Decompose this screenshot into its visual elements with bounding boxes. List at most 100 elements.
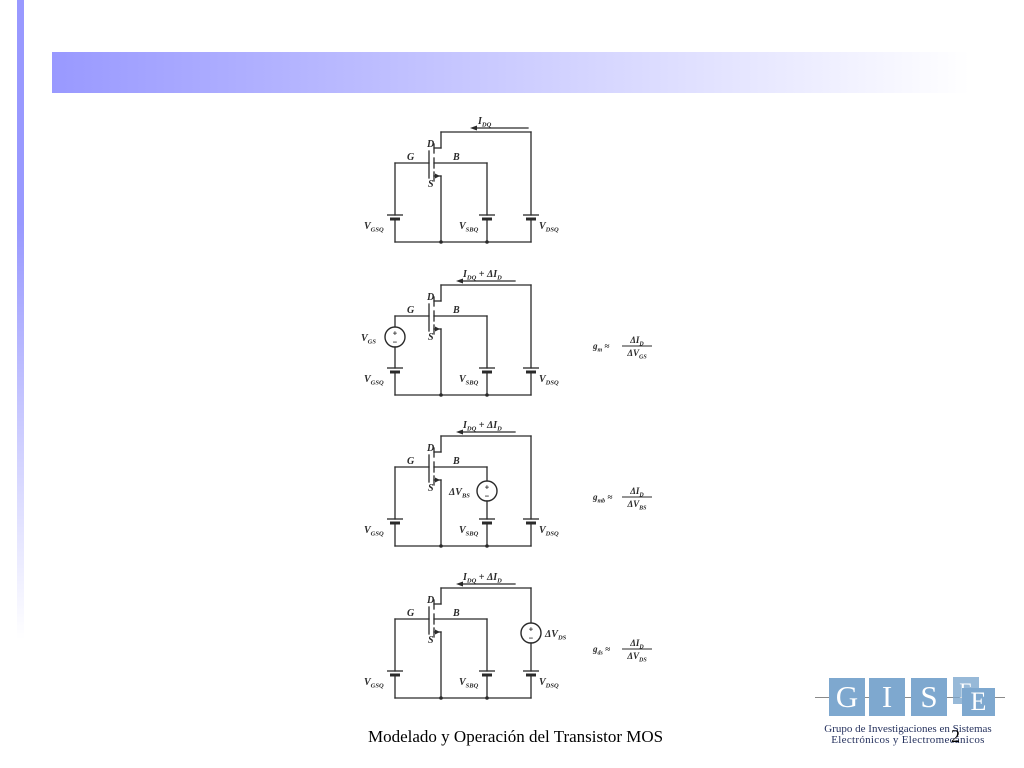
logo-text-line1: Grupo de Investigaciones en Sistemas [824, 723, 992, 735]
source-arrowhead [435, 326, 440, 332]
equation-numerator-subscript: D [638, 645, 644, 651]
equation-lhs-subscript: ds [598, 651, 604, 657]
terminal-label-gate: G [407, 305, 415, 316]
equation-lhs-text: g [592, 644, 598, 654]
battery-label-subscript: GSQ [371, 227, 384, 234]
terminal-label-drain: D [426, 595, 434, 606]
battery-label-subscript: GSQ [371, 683, 384, 690]
equation-lhs: gds ≈ [592, 644, 610, 657]
battery-label: VGSQ [364, 374, 384, 387]
plus-sign: + [393, 329, 398, 338]
page-number: 2 [951, 726, 960, 746]
terminal-label-source: S [428, 332, 434, 343]
equation-lhs: gm ≈ [592, 341, 609, 354]
battery-label-text: V [539, 374, 547, 385]
minus-sign: − [393, 338, 398, 347]
terminal-label-source: S [428, 179, 434, 190]
battery-label-subscript: DSQ [545, 227, 559, 234]
equation-denominator: ΔVBS [627, 499, 648, 512]
battery-label: VSBQ [459, 525, 479, 538]
current-label-subscript: DQ [466, 578, 477, 585]
equation-lhs-text: ≈ [603, 644, 610, 654]
junction-dot [485, 240, 489, 244]
current-label-text: I [462, 269, 468, 280]
battery-label: VSBQ [459, 221, 479, 234]
equation-denominator-text: ΔV [626, 651, 640, 661]
junction-dot [485, 696, 489, 700]
equation-lhs-text: g [592, 492, 598, 502]
battery-label-subscript: DSQ [545, 380, 559, 387]
equation-denominator-text: ΔV [627, 499, 641, 509]
current-label-subscript: D [496, 426, 502, 433]
battery-label-text: V [539, 221, 547, 232]
gate-branch: VGSQ [364, 466, 403, 547]
terminal-label-body: B [452, 305, 460, 316]
current-label-text: + ΔI [476, 572, 498, 583]
current-label: IDQ + ΔID [462, 420, 502, 433]
equation-lhs-subscript: mb [598, 499, 606, 505]
battery-label-subscript: SBQ [466, 380, 479, 387]
terminal-label-source: S [428, 483, 434, 494]
footer-title: Modelado y Operación del Transistor MOS [368, 727, 664, 746]
current-label-text: + ΔI [476, 269, 498, 280]
body-branch: VSBQ [459, 162, 495, 243]
drain-branch: VDSQ [523, 284, 559, 396]
junction-dot [485, 393, 489, 397]
gate-branch: VGSQ [364, 618, 403, 699]
current-label-subscript: D [496, 275, 502, 282]
junction-dot [485, 544, 489, 548]
junction-dot [439, 240, 443, 244]
source-label: ΔVBS [448, 487, 470, 500]
current-arrowhead [456, 581, 463, 587]
current-label: IDQ + ΔID [462, 269, 502, 282]
battery-label-text: V [364, 525, 372, 536]
mosfet-symbol [428, 435, 442, 486]
junction-dot [439, 696, 443, 700]
title-bar [52, 52, 970, 93]
logo-letter-e-front: E [962, 688, 995, 716]
gate-branch: VGSQ [364, 162, 403, 243]
logo-letter-g: G [829, 678, 865, 716]
equation-numerator: ΔID [629, 638, 644, 651]
battery-label-text: V [364, 221, 372, 232]
source-arrowhead [435, 173, 440, 179]
equation-denominator-text: ΔV [626, 348, 640, 358]
body-branch: +− ΔVBS VSBQ [448, 466, 498, 547]
drain-branch: VDSQ [523, 435, 559, 547]
current-label-text: I [462, 420, 468, 431]
gate-branch: +− VGS VGSQ [361, 315, 406, 396]
terminal-label-drain: D [426, 292, 434, 303]
body-branch: VSBQ [459, 618, 495, 699]
battery-label-subscript: GSQ [371, 531, 384, 538]
minus-sign: − [485, 492, 490, 501]
battery-label-text: V [539, 525, 547, 536]
plus-sign: + [529, 625, 534, 634]
battery-label: VDSQ [539, 221, 559, 234]
logo-letter-s: S [911, 678, 947, 716]
battery-label: VDSQ [539, 374, 559, 387]
equation-numerator-subscript: D [638, 342, 644, 348]
battery-label-subscript: SBQ [466, 227, 479, 234]
terminal-label-drain: D [426, 443, 434, 454]
logo-rule [815, 697, 1005, 698]
equation-lhs: gmb ≈ [592, 492, 612, 505]
source-label: VGS [361, 333, 376, 346]
battery-label-text: V [364, 374, 372, 385]
battery-label-text: V [459, 374, 467, 385]
current-label: IDQ + ΔID [462, 572, 502, 585]
battery-label-subscript: SBQ [466, 683, 479, 690]
equation-denominator: ΔVDS [626, 651, 647, 664]
junction-dot [439, 393, 443, 397]
equation-numerator-text: ΔI [629, 335, 640, 345]
current-label-text: + ΔI [476, 420, 498, 431]
equation-denominator-subscript: DS [638, 658, 647, 664]
plus-sign: + [485, 483, 490, 492]
battery-label: VSBQ [459, 677, 479, 690]
battery-label-subscript: DSQ [545, 683, 559, 690]
battery-label: VGSQ [364, 525, 384, 538]
source-label-subscript: DS [557, 635, 567, 642]
equation-denominator-subscript: GS [639, 355, 647, 361]
